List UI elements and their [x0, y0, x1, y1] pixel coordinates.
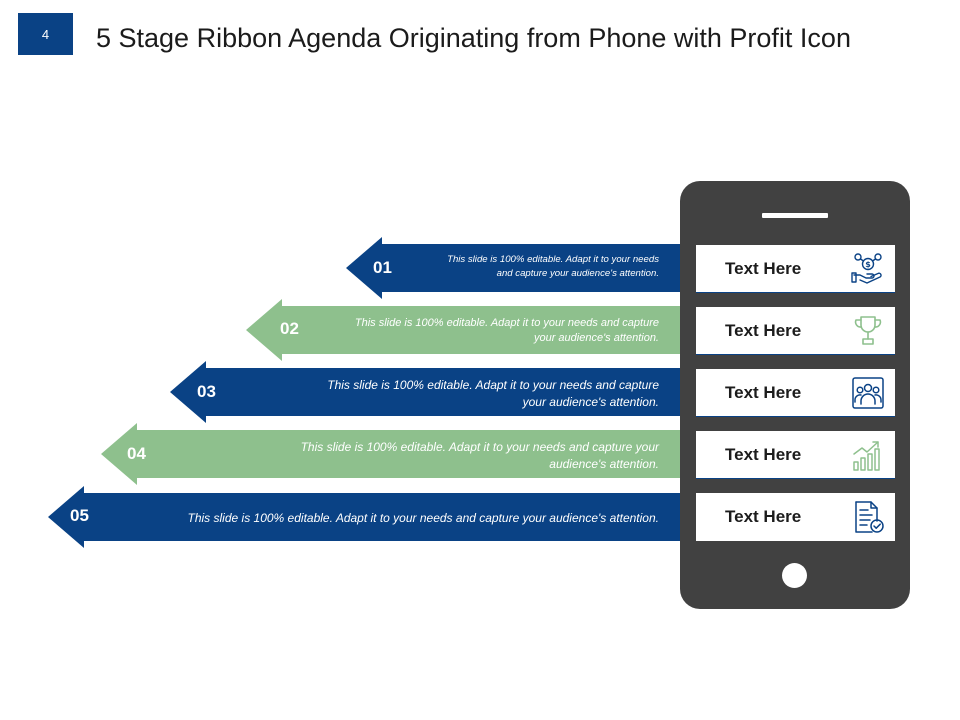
agenda-panel-label: Text Here: [725, 259, 802, 278]
ribbon-stage-02: 02 This slide is 100% editable. Adapt it…: [246, 299, 680, 361]
agenda-panel-03: Text Here: [696, 369, 895, 417]
ribbon-arrow-shape: [101, 423, 680, 485]
agenda-panel-04: Text Here: [696, 431, 895, 479]
stage-description-line: your audience's attention.: [533, 332, 659, 344]
ribbon-stage-05: 05 This slide is 100% editable. Adapt it…: [48, 486, 680, 548]
document-check-icon: [851, 500, 885, 534]
ribbon-arrow-shape: [48, 486, 680, 548]
stage-description: This slide is 100% editable. Adapt it to…: [188, 510, 659, 527]
stage-description-line: This slide is 100% editable. Adapt it to…: [447, 254, 659, 265]
team-presentation-icon: [851, 376, 885, 410]
ribbon-stage-04: 04 This slide is 100% editable. Adapt it…: [101, 423, 680, 485]
trophy-icon: [851, 314, 885, 348]
agenda-panel-05: Text Here: [696, 493, 895, 541]
stage-description-line: This slide is 100% editable. Adapt it to…: [354, 317, 659, 329]
agenda-panel-label: Text Here: [725, 507, 802, 526]
stage-description: This slide is 100% editable. Adapt it to…: [355, 316, 659, 346]
ribbon-arrow-shape: [170, 361, 680, 423]
stage-description-line: your audience's attention.: [522, 395, 659, 409]
growth-chart-icon: [851, 438, 885, 472]
ribbon-arrow-shape: [246, 299, 680, 361]
stage-number: 02: [280, 319, 299, 338]
stage-description: This slide is 100% editable. Adapt it to…: [301, 439, 659, 473]
agenda-panel-label: Text Here: [725, 321, 802, 340]
stage-description-line: and capture your audience's attention.: [496, 268, 659, 279]
agenda-panel-02: Text Here: [696, 307, 895, 355]
stage-number: 01: [373, 258, 392, 277]
stage-description: This slide is 100% editable. Adapt it to…: [327, 377, 659, 411]
stage-description-line: This slide is 100% editable. Adapt it to…: [187, 511, 659, 525]
stage-number: 04: [127, 444, 146, 463]
stage-number: 05: [70, 506, 89, 525]
agenda-panel-label: Text Here: [725, 445, 802, 464]
slide-title: 5 Stage Ribbon Agenda Originating from P…: [96, 23, 851, 53]
stage-description-line: This slide is 100% editable. Adapt it to…: [327, 378, 659, 392]
phone-speaker: [762, 213, 828, 218]
svg-text:$: $: [865, 260, 871, 269]
stage-description: This slide is 100% editable. Adapt it to…: [447, 253, 659, 281]
ribbon-arrow-shape: [346, 237, 680, 299]
agenda-panel-label: Text Here: [725, 383, 802, 402]
slide-number: 4: [18, 13, 73, 55]
stage-description-line: audience's attention.: [549, 457, 659, 471]
agenda-panel-01: Text Here $: [696, 245, 895, 293]
stage-number: 03: [197, 382, 216, 401]
phone-home-button: [782, 563, 807, 588]
ribbon-stage-03: 03 This slide is 100% editable. Adapt it…: [170, 361, 680, 423]
money-hand-icon: $: [851, 252, 885, 286]
ribbon-stage-01: 01 This slide is 100% editable. Adapt it…: [346, 237, 680, 299]
stage-description-line: This slide is 100% editable. Adapt it to…: [300, 440, 659, 454]
